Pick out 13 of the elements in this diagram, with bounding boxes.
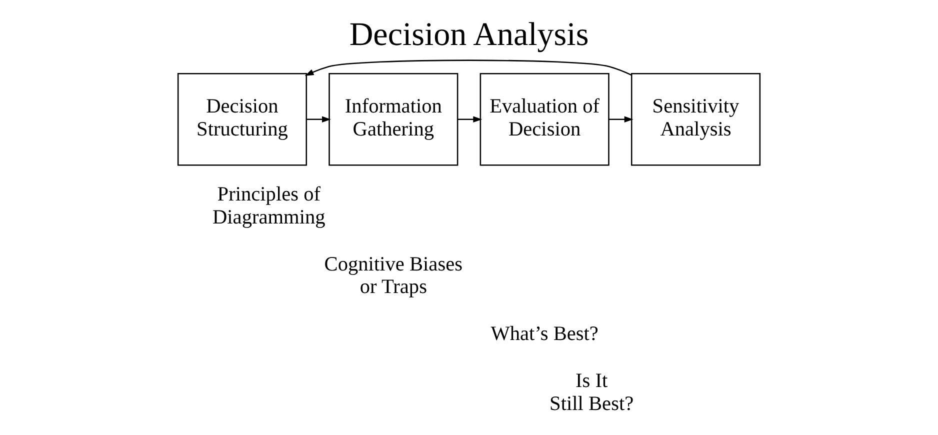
- label: Cognitive Biases or Traps: [324, 253, 463, 298]
- node-box: Evaluation of Decision: [480, 72, 610, 166]
- label: Principles of Diagramming: [212, 183, 326, 228]
- arrow: [304, 60, 632, 76]
- node-box: Sensitivity Analysis: [630, 72, 761, 166]
- diagram-title: Decision Analysis: [349, 16, 589, 53]
- arrow: [458, 116, 482, 122]
- arrow: [306, 116, 331, 122]
- label: What’s Best?: [490, 323, 598, 346]
- node-box: Decision Structuring: [177, 72, 308, 166]
- arrow: [608, 116, 634, 122]
- label: Is It Still Best?: [550, 370, 634, 416]
- node-box: Information Gathering: [328, 72, 458, 166]
